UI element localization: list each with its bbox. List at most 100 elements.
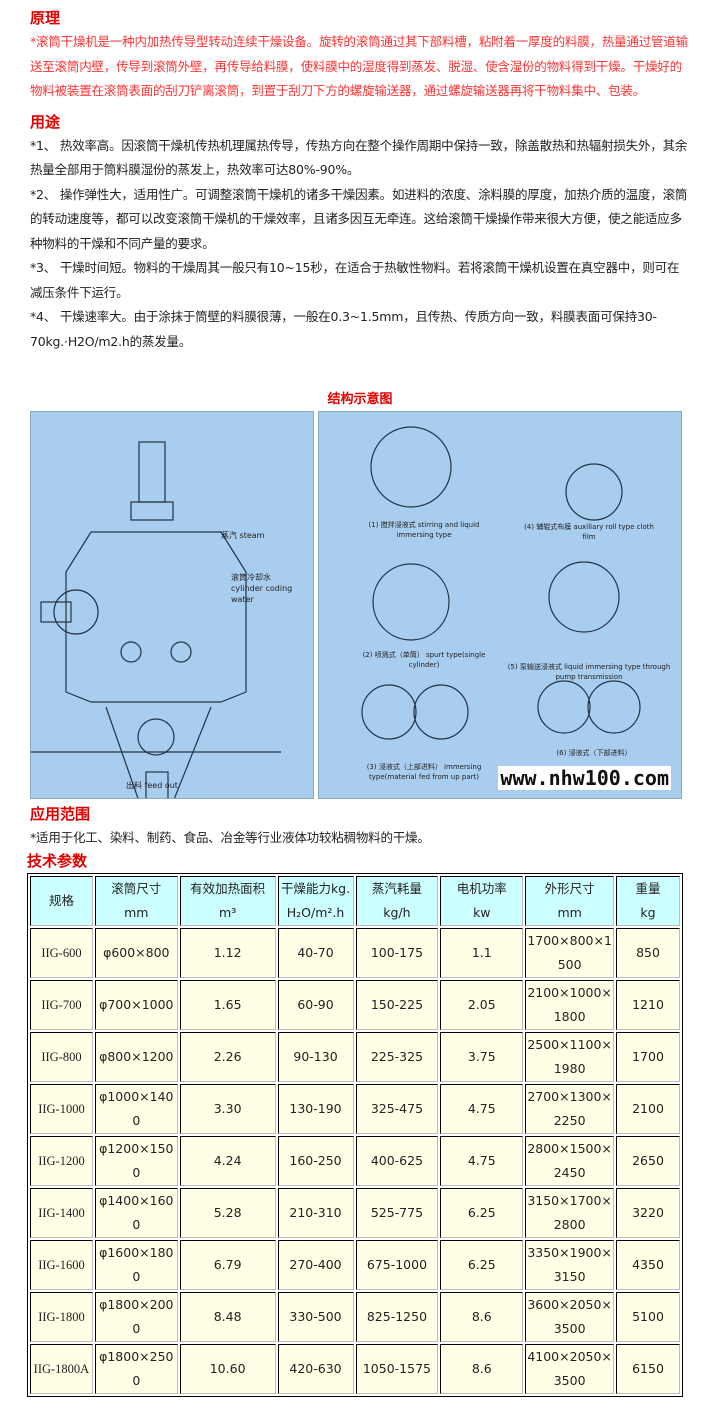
table-cell: IIG-700 — [30, 979, 93, 1030]
table-cell: 210-310 — [277, 1187, 354, 1238]
table-cell: 6.79 — [179, 1239, 276, 1290]
table-cell: 8.48 — [179, 1291, 276, 1342]
table-cell: 5100 — [616, 1291, 680, 1342]
uses-heading: 用途 — [30, 112, 61, 131]
table-cell: 525-775 — [355, 1187, 439, 1238]
table-cell: IIG-800 — [30, 1031, 93, 1082]
table-cell: 40-70 — [277, 927, 354, 978]
use-item: *3、 干燥时间短。物料的干燥周其一般只有10~15秒，在适合于热敏性物料。若将… — [30, 260, 680, 300]
table-cell: φ1000×1400 — [94, 1083, 178, 1134]
application-text: *适用于化工、染料、制药、食品、冶金等行业液体功较粘稠物料的干燥。 — [30, 830, 430, 845]
table-cell: 90-130 — [277, 1031, 354, 1082]
use-item: *2、 操作弹性大，适用性广。可调整滚筒干燥机的诸多干燥因素。如进料的浓度、涂料… — [30, 186, 688, 251]
table-cell: 4.75 — [440, 1135, 524, 1186]
table-cell: φ600×800 — [94, 927, 178, 978]
table-cell: 1700×800×1500 — [525, 927, 615, 978]
specs-heading: 技术参数 — [27, 851, 88, 870]
table-cell: 1.65 — [179, 979, 276, 1030]
table-cell: 3.30 — [179, 1083, 276, 1134]
table-cell: 400-625 — [355, 1135, 439, 1186]
table-cell: 1700 — [616, 1031, 680, 1082]
watermark: www.nhw100.com — [498, 766, 671, 790]
table-cell: IIG-1400 — [30, 1187, 93, 1238]
use-item: *4、 干燥速率大。由于涂抹于筒壁的料膜很薄，一般在0.3~1.5mm，且传热、… — [30, 309, 657, 349]
table-cell: 4.75 — [440, 1083, 524, 1134]
table-cell: IIG-1200 — [30, 1135, 93, 1186]
column-header: 蒸汽耗量 kg/h — [355, 875, 439, 926]
table-cell: 330-500 — [277, 1291, 354, 1342]
table-cell: 4100×2050×3500 — [525, 1343, 615, 1394]
header-unit: kw — [473, 904, 491, 920]
dryer-types-image: (1) 搅拌浸液式 stirring and liquid immersing … — [318, 411, 682, 799]
type-2-label: (2) 喷溅式（单筒） spurt type(single cylinder) — [362, 651, 486, 669]
header-label: 规格 — [48, 892, 74, 908]
header-unit: mm — [124, 904, 149, 920]
table-cell: 825-1250 — [355, 1291, 439, 1342]
use-item: *1、 热效率高。因滚筒干燥机传热机理属热传导，传热方向在整个操作周期中保持一致… — [30, 137, 688, 178]
column-header: 电机功率 kw — [440, 875, 524, 926]
type-3-label: (3) 浸液式（上部进料） immersing type(material fe… — [366, 763, 482, 781]
table-cell: 6.25 — [440, 1239, 524, 1290]
type-1-label: (1) 搅拌浸液式 stirring and liquid immersing … — [368, 521, 480, 539]
table-cell: 2650 — [616, 1135, 680, 1186]
table-cell: 6.25 — [440, 1187, 524, 1238]
table-cell: 10.60 — [179, 1343, 276, 1394]
table-cell: 60-90 — [277, 979, 354, 1030]
dryer-types-drawing — [361, 426, 641, 740]
table-cell: 270-400 — [277, 1239, 354, 1290]
table-cell: 100-175 — [355, 927, 439, 978]
table-cell: 130-190 — [277, 1083, 354, 1134]
table-cell: 1050-1575 — [355, 1343, 439, 1394]
table-cell: 675-1000 — [355, 1239, 439, 1290]
column-header: 规格 — [30, 875, 93, 926]
table-cell: 1210 — [616, 979, 680, 1030]
structure-figure: 蒸汽 steam 滚筒冷却水 cylinder coding water 出料 … — [30, 411, 690, 799]
table-cell: 2.05 — [440, 979, 524, 1030]
table-cell: 6150 — [616, 1343, 680, 1394]
header-unit: m³ — [219, 904, 237, 920]
header-label: 电机功率 — [456, 880, 507, 896]
figure-title: 结构示意图 — [327, 392, 393, 407]
table-cell: 3220 — [616, 1187, 680, 1238]
feed-out-label: 出料 feed out — [126, 781, 178, 790]
table-cell: 2.26 — [179, 1031, 276, 1082]
principle-text: *滚筒干燥机是一种内加热传导型转动连续干燥设备。旋转的滚筒通过其下部料槽，粘附着… — [30, 34, 688, 98]
table-cell: φ1400×1600 — [94, 1187, 178, 1238]
header-unit: kg/h — [383, 904, 411, 920]
table-cell: 4350 — [616, 1239, 680, 1290]
table-cell: 2100 — [616, 1083, 680, 1134]
principle-heading: 原理 — [30, 9, 61, 27]
table-cell: φ1200×1500 — [94, 1135, 178, 1186]
table-cell: 2700×1300×2250 — [525, 1083, 615, 1134]
table-cell: 850 — [616, 927, 680, 978]
table-cell: 8.6 — [440, 1343, 524, 1394]
steam-label: 蒸汽 steam — [221, 531, 265, 540]
table-cell: φ1600×1800 — [94, 1239, 178, 1290]
table-cell: 225-325 — [355, 1031, 439, 1082]
table-cell: 1.12 — [179, 927, 276, 978]
type-6-label: (6) 浸液式（下部进料） — [556, 749, 632, 757]
header-label: 外形尺寸 — [544, 880, 595, 896]
header-unit: H₂O/m².h — [286, 904, 345, 920]
table-cell: φ800×1200 — [94, 1031, 178, 1082]
table-cell: IIG-1600 — [30, 1239, 93, 1290]
application-heading: 应用范围 — [30, 805, 91, 823]
header-label: 滚筒尺寸 — [111, 880, 162, 896]
table-cell: 2100×1000×1800 — [525, 979, 615, 1030]
header-label: 蒸汽耗量 — [371, 880, 422, 896]
table-cell: 4.24 — [179, 1135, 276, 1186]
table-cell: 420-630 — [277, 1343, 354, 1394]
table-cell: 3350×1900×3150 — [525, 1239, 615, 1290]
table-cell: 160-250 — [277, 1135, 354, 1186]
table-cell: 2800×1500×2450 — [525, 1135, 615, 1186]
